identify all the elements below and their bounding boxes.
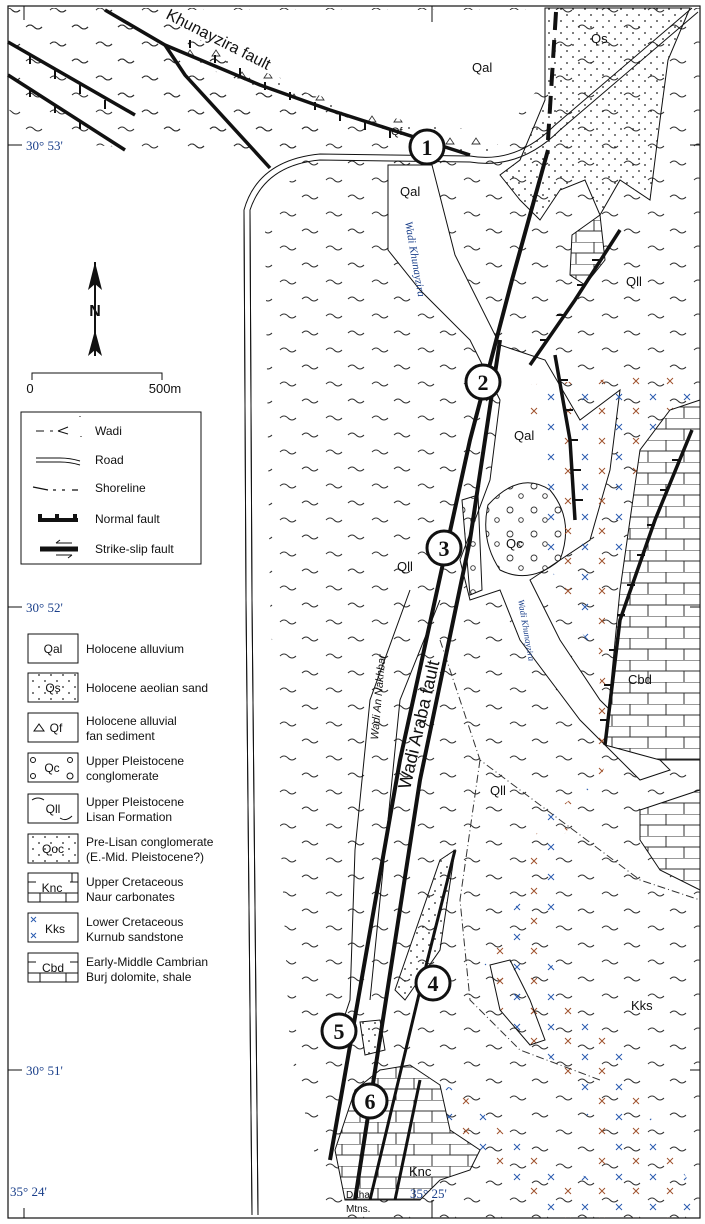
unit-label-qs: Qs [591,31,608,46]
site-marker-6[interactable]: 6 [351,1082,389,1120]
legend-text: Early-Middle Cambrian [86,955,208,969]
legend-unit-qll: Qll Upper Pleistocene Lisan Formation [27,793,184,824]
legend-label: Strike-slip fault [95,542,174,556]
legend-label: Wadi [95,424,122,438]
north-arrow-icon: N [88,262,102,356]
qf-area [170,40,505,158]
legend-text: Lisan Formation [86,810,172,824]
legend-code: Qoc [42,842,64,856]
mtns-label: Mtns. [346,1204,370,1215]
strike-slip-arrows-icon [55,539,73,559]
north-label: N [89,303,101,320]
site-number: 2 [478,370,489,395]
scale-end: 500m [149,381,182,396]
unit-label-qal: Qal [472,60,492,75]
legend-unit-qc: Qc Upper Pleistocene conglomerate [27,752,184,783]
legend-code: Knc [42,881,63,895]
unit-label-cbd: Cbd [628,672,652,687]
unit-label-qc: Qc [506,536,523,551]
site-marker-3[interactable]: 3 [425,529,463,567]
legend-text: (E.-Mid. Pleistocene?) [86,850,204,864]
legend-text: Holocene aeolian sand [86,681,208,695]
wadi-symbol-icon [36,416,82,437]
unit-label-knc: Knc [409,1164,432,1179]
road [243,7,699,1216]
dahal-label: Dahal [346,1190,372,1201]
unit-label-kks: Kks [631,998,653,1013]
unit-label-qal: Qal [514,428,534,443]
legend-text: Upper Pleistocene [86,795,184,809]
legend-text: Burj dolomite, shale [86,970,192,984]
legend-label: Road [95,453,124,467]
legend-text: Upper Pleistocene [86,754,184,768]
legend-unit-qs: Qs Holocene aeolian sand [27,672,208,703]
qal-area-north [170,10,560,155]
legend-code: Qal [44,642,63,656]
normal-fault-symbol-icon [38,514,78,522]
site-marker-2[interactable]: 2 [464,363,502,401]
unit-label-qf: Qf [391,126,404,138]
legend-code: Cbd [42,961,64,975]
legend-unit-qoc: Qoc Pre-Lisan conglomerate (E.-Mid. Plei… [27,833,214,864]
site-marker-4[interactable]: 4 [414,964,452,1002]
legend-unit-kks: Kks Lower Cretaceous Kurnub sandstone [27,912,184,944]
legend-unit-knc: Knc Upper Cretaceous Naur carbonates [27,872,183,904]
legend-label: Shoreline [95,481,146,495]
qs-area [499,7,691,221]
legend-code: Qs [45,681,60,695]
unit-label-qll: Qll [397,559,413,574]
legend-text: Holocene alluvium [86,642,184,656]
site-markers: 1 2 3 4 5 6 [320,128,502,1120]
normal-faults [7,8,694,1201]
cbd-area-south [639,789,701,891]
legend-text: Kurnub sandstone [86,930,184,944]
lon-label-25: 35° 25' [410,1186,447,1201]
scale-start: 0 [26,381,33,396]
graticule-ticks-left [8,606,25,1218]
legend-unit-qf: Qf Holocene alluvial fan sediment [27,712,177,743]
qoc-area [461,494,483,596]
road-west-edge [243,209,259,1216]
legend-text: Upper Cretaceous [86,875,183,889]
unit-label-qal: Qal [400,184,420,199]
legend-text: Naur carbonates [86,890,175,904]
legend-code: Qll [46,802,61,816]
symbol-legend: Wadi Road Shoreline Normal fault Strike-… [20,411,202,565]
scale-bar: 0 500m [26,372,182,396]
legend-text: Pre-Lisan conglomerate [86,835,214,849]
site-number: 3 [439,536,450,561]
legend-text: Lower Cretaceous [86,915,183,929]
road-symbol-icon [36,457,81,466]
wadi-lines [439,639,701,1081]
legend-text: fan sediment [86,729,155,743]
site-number: 5 [334,1019,345,1044]
legend-code: Qc [44,761,59,775]
kks-area-inlier [489,959,546,1046]
wadi-an-nakhbar-channel [339,589,441,1031]
site-number: 1 [422,135,433,160]
lat-label-52: 30° 52' [26,600,63,615]
site-number: 4 [428,971,439,996]
unit-label-qll: Qll [626,274,642,289]
unit-label-qll: Qll [490,783,506,798]
unit-labels: Qal Qs Qf Qal Qal Qll Qll Qll Qc Cbd Kks… [391,31,653,1179]
legend-code: Qf [50,721,63,735]
lat-label-51: 30° 51' [26,1063,63,1078]
legend-unit-cbd: Cbd Early-Middle Cambrian Burj dolomite,… [27,952,208,984]
legend-code: Kks [45,922,65,936]
legend-text: conglomerate [86,769,159,783]
shoreline-symbol-icon [32,486,78,491]
legend-text: Holocene alluvial [86,714,177,728]
lon-label-24: 35° 24' [10,1184,47,1199]
unit-legend: Qal Holocene alluvium Qs Holocene aeolia… [27,633,214,984]
qal-wadi [387,164,671,781]
site-marker-1[interactable]: 1 [408,128,446,166]
legend-label: Normal fault [95,512,160,526]
site-number: 6 [365,1089,376,1114]
legend-unit-qal: Qal Holocene alluvium [27,633,184,664]
cbd-area [604,399,701,761]
site-marker-5[interactable]: 5 [320,1012,358,1050]
lat-label-53: 30° 53' [26,138,63,153]
